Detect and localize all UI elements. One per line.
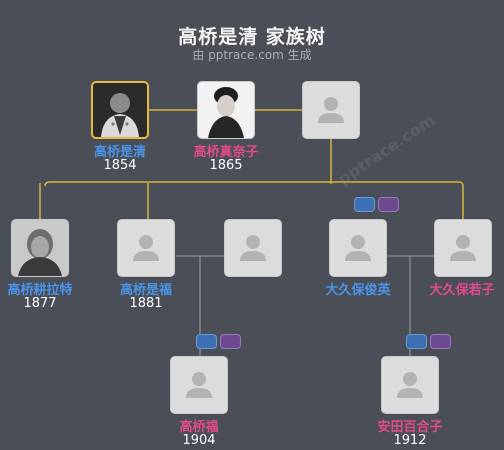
placeholder-person-icon — [345, 235, 371, 261]
person-name-takahashi-fuku[interactable]: 高桥福 — [179, 420, 219, 435]
person-card-korekiyo[interactable] — [91, 81, 149, 139]
person-card-korefuku[interactable] — [117, 219, 175, 277]
placeholder-person-icon — [186, 372, 212, 398]
person-name-korefuku[interactable]: 高桥是福 — [119, 283, 172, 298]
woman-portrait — [198, 82, 254, 138]
page-title: 高桥是清 家族树 — [178, 26, 326, 48]
person-name-okubo-shun[interactable]: 大久保俊英 — [325, 283, 391, 298]
person-name-yasuda-yuriko[interactable]: 安田百合子 — [377, 420, 443, 435]
military-uniform-portrait — [93, 83, 147, 137]
page-subtitle: 由 pptrace.com 生成 — [192, 48, 312, 62]
placeholder-person-icon — [450, 235, 476, 261]
marriage-ring-icon — [354, 197, 375, 212]
person-name-okubo-wako[interactable]: 大久保若子 — [429, 283, 495, 298]
person-year-naoko: 1865 — [209, 158, 243, 173]
placeholder-person-icon — [240, 235, 266, 261]
person-year-korekiyo: 1854 — [103, 158, 137, 173]
marriage-ring-icon — [406, 334, 427, 349]
person-name-koretaka[interactable]: 高桥耕拉特 — [7, 283, 73, 298]
person-year-koretaka: 1877 — [23, 296, 57, 311]
person-year-yasuda-yuriko: 1912 — [393, 433, 427, 448]
placeholder-person-icon — [318, 97, 344, 123]
marriage-badge-korefuku[interactable] — [196, 334, 246, 349]
old-man-portrait — [12, 220, 68, 276]
person-card-yasuda-yuriko[interactable] — [381, 356, 439, 414]
marriage-ring-icon — [430, 334, 451, 349]
person-name-korekiyo[interactable]: 高桥是清 — [93, 145, 146, 160]
person-card-okubo-shun[interactable] — [329, 219, 387, 277]
placeholder-person-icon — [133, 235, 159, 261]
person-card-okubo-wako[interactable] — [434, 219, 492, 277]
marriage-badge-yasuda[interactable] — [406, 334, 456, 349]
person-card-korefuku-spouse[interactable] — [224, 219, 282, 277]
lineage-line-horizontal — [44, 181, 464, 187]
person-year-korefuku: 1881 — [129, 296, 163, 311]
marriage-ring-icon — [196, 334, 217, 349]
person-card-naoko[interactable] — [197, 81, 255, 139]
placeholder-person-icon — [397, 372, 423, 398]
person-year-takahashi-fuku: 1904 — [182, 433, 216, 448]
marriage-badge-okubo[interactable] — [354, 197, 404, 212]
person-card-takahashi-fuku[interactable] — [170, 356, 228, 414]
person-card-unknown-spouse[interactable] — [302, 81, 360, 139]
person-card-koretaka[interactable] — [11, 219, 69, 277]
marriage-ring-icon — [220, 334, 241, 349]
person-name-naoko[interactable]: 高桥真奈子 — [193, 145, 259, 160]
marriage-ring-icon — [378, 197, 399, 212]
